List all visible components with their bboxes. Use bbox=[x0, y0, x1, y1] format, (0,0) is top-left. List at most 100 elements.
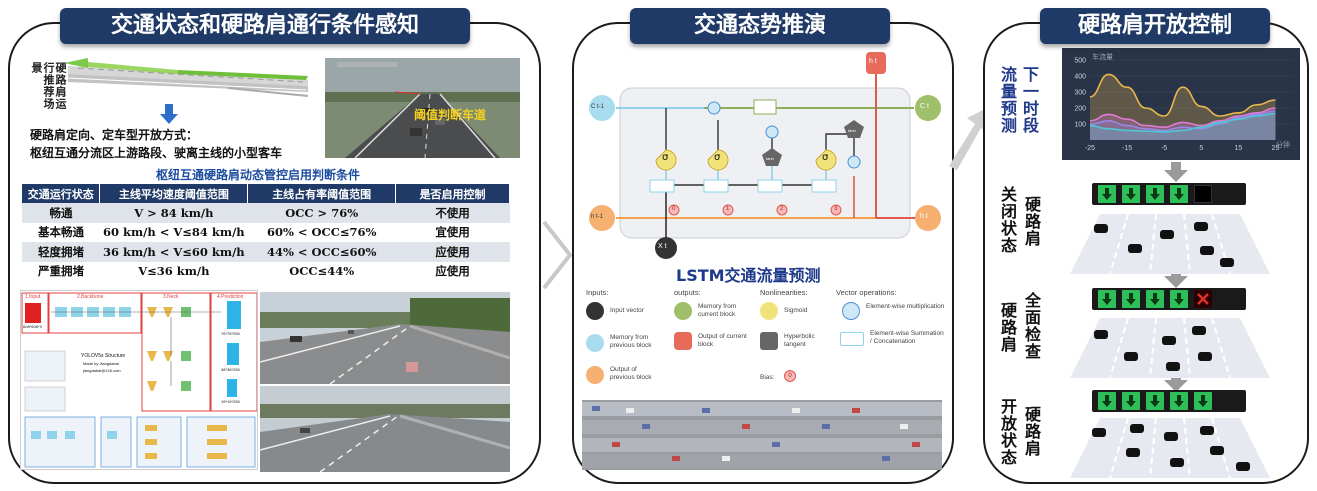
signal-off-icon bbox=[1194, 185, 1212, 203]
green-down-arrow-icon bbox=[1146, 185, 1164, 203]
chart-x-tick-label: -25 bbox=[1085, 145, 1095, 152]
chart-y-tick-label: 500 bbox=[1074, 58, 1086, 65]
green-down-arrow-icon bbox=[1098, 392, 1116, 410]
open-mode-line1: 硬路肩定向、定车型开放方式： bbox=[30, 128, 199, 142]
chart-series-area bbox=[1090, 111, 1276, 140]
table-row: 基本畅通 60 km/h < V≤84 km/h 60% < OCC≤76% 宜… bbox=[22, 222, 510, 242]
sigma-gate-label: σ bbox=[822, 152, 829, 163]
bias-label: 3 bbox=[834, 206, 838, 212]
lane-signal-bar-open bbox=[1092, 390, 1246, 412]
green-down-arrow-icon bbox=[1122, 290, 1140, 308]
table-cell: 严重拥堵 bbox=[22, 261, 100, 281]
scene-label: 硬路肩运行推荐场景 bbox=[30, 62, 67, 110]
chart-series-line bbox=[1089, 112, 1276, 133]
sigmoid-icon bbox=[760, 302, 778, 320]
table-cell: 轻度拥堵 bbox=[22, 242, 100, 262]
table-cell: 不使用 bbox=[395, 203, 510, 223]
chart-y-tick-label: 100 bbox=[1074, 122, 1086, 129]
green-down-arrow-icon bbox=[1122, 185, 1140, 203]
table-cell: V≤36 km/h bbox=[99, 261, 248, 281]
chart-series-line bbox=[1089, 107, 1276, 129]
control-panel-title: 硬路肩开放控制 bbox=[1040, 8, 1270, 44]
yolo-output-2: 38*38*255 bbox=[221, 367, 240, 372]
c-prev-label: C t-1 bbox=[591, 104, 605, 110]
green-down-arrow-icon bbox=[1194, 392, 1212, 410]
table-cell: V > 84 km/h bbox=[99, 203, 248, 223]
legend-elem-sum: Element-wise Summation / Concatenation bbox=[870, 330, 944, 345]
green-down-arrow-icon bbox=[1098, 290, 1116, 308]
road-lanes-open bbox=[1070, 417, 1270, 479]
h-prev-label: h t-1 bbox=[591, 214, 604, 220]
c-t-label: C t bbox=[920, 103, 929, 110]
deduction-panel-title: 交通态势推演 bbox=[630, 8, 890, 44]
legend-bias: Bias: bbox=[760, 374, 775, 381]
lane-signal-bar-check bbox=[1092, 288, 1246, 310]
traffic-flow-strip bbox=[582, 400, 942, 470]
green-down-arrow-icon bbox=[1122, 392, 1140, 410]
legend-outputs-head: outputs: bbox=[674, 288, 701, 297]
chart-series-area bbox=[1090, 74, 1276, 140]
forecast-label-a: 流量预测 bbox=[998, 66, 1017, 134]
green-down-arrow-icon bbox=[1146, 290, 1164, 308]
chart-y-tick-label: 300 bbox=[1074, 90, 1086, 97]
state-closed-label-a: 关闭状态 bbox=[998, 186, 1017, 254]
chart-x-tick-label: -5 bbox=[1161, 145, 1167, 152]
green-down-arrow-icon bbox=[1146, 392, 1164, 410]
legend-memory-prev: Memory from previous block bbox=[610, 334, 652, 349]
yolo-section-backbone: 2.Backbone bbox=[77, 294, 104, 300]
legend-nonlin-head: Nonlinearities: bbox=[760, 288, 808, 297]
chart-x-tick-label: 25 bbox=[1272, 145, 1280, 152]
chart-series-line bbox=[1089, 110, 1276, 132]
memory-cur-icon bbox=[674, 302, 692, 320]
state-check-label-a: 硬路肩 bbox=[998, 302, 1017, 353]
table-row: 严重拥堵 V≤36 km/h OCC≤44% 应使用 bbox=[22, 261, 510, 281]
chart-x-tick-label: 5 bbox=[1199, 145, 1203, 152]
table-cell: 畅通 bbox=[22, 203, 100, 223]
yolo-structure-diagram: 1.Input 2.Backbone 3.Neck 4.Prediction 6… bbox=[20, 290, 258, 470]
sigma-gate-label: σ bbox=[662, 152, 669, 163]
flow-chevron-1 bbox=[542, 220, 573, 290]
yolo-structure-title: YOLOV5s Structure bbox=[81, 353, 126, 359]
table-cell: OCC≤44% bbox=[247, 261, 396, 281]
legend-output-cur: Output of current block bbox=[698, 333, 747, 348]
h-t-label: h t bbox=[920, 213, 928, 220]
highway-camera-photo bbox=[325, 58, 520, 158]
legend-sigmoid: Sigmoid bbox=[784, 307, 808, 314]
yolo-output-3: 19*19*255 bbox=[221, 399, 240, 404]
table-cell: OCC > 76% bbox=[247, 203, 396, 223]
chart-series-line bbox=[1089, 73, 1276, 117]
table-header: 主线平均速度阈值范围 bbox=[99, 184, 249, 203]
state-open-label-a: 开放状态 bbox=[998, 398, 1017, 466]
table-cell: 44% < OCC≤60% bbox=[247, 242, 396, 262]
table-cell: 应使用 bbox=[395, 261, 510, 281]
multiply-icon bbox=[842, 302, 860, 320]
table-header: 交通运行状态 bbox=[22, 184, 101, 203]
open-mode-line2: 枢纽互通分流区上游路段、驶离主线的小型客车 bbox=[30, 146, 283, 160]
table-cell: 基本畅通 bbox=[22, 222, 100, 242]
chart-unit-label: 车流量 bbox=[1092, 53, 1113, 61]
chart-y-tick-label: 200 bbox=[1074, 106, 1086, 113]
yolo-section-input: 1.Input bbox=[25, 294, 41, 300]
yolo-section-prediction: 4.Prediction bbox=[217, 294, 244, 300]
tanh-gate-label: tanh bbox=[766, 156, 774, 161]
forecast-label-b: 下一时段 bbox=[1020, 66, 1039, 134]
chart-x-tick-label: -15 bbox=[1122, 145, 1132, 152]
yolo-structure-author: Made by Jiangdabai bbox=[83, 361, 119, 366]
bias-label: 0 bbox=[672, 206, 676, 212]
legend-vecop-head: Vector operations: bbox=[836, 288, 897, 297]
green-down-arrow-icon bbox=[1170, 392, 1188, 410]
lane-signal-bar-closed bbox=[1092, 183, 1246, 205]
bias-label: 2 bbox=[780, 206, 784, 212]
red-x-icon bbox=[1194, 290, 1212, 308]
sigma-gate-label: σ bbox=[714, 152, 721, 163]
hard-shoulder-road-scene bbox=[28, 52, 314, 106]
table-cell: 应使用 bbox=[395, 242, 510, 262]
flow-arrow-2 bbox=[945, 100, 995, 170]
bias-icon: 0 bbox=[784, 370, 796, 382]
table-row: 轻度拥堵 36 km/h < V≤60 km/h 44% < OCC≤60% 应… bbox=[22, 242, 510, 262]
table-cell: 60 km/h < V≤84 km/h bbox=[99, 222, 248, 242]
legend-hyper-tanh: Hyperbolic tangent bbox=[784, 333, 815, 348]
chart-x-unit-label: 分钟 bbox=[1276, 141, 1290, 149]
output-prev-icon bbox=[586, 366, 604, 384]
table-cell: 宜使用 bbox=[395, 222, 510, 242]
